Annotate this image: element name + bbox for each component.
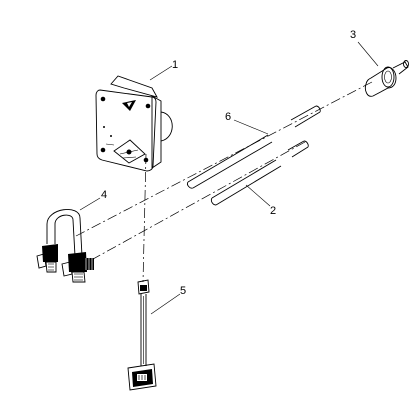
callout-3: 3 bbox=[350, 29, 356, 41]
callout-1: 1 bbox=[172, 59, 178, 71]
part-3-tube-fitting bbox=[364, 60, 409, 97]
assembly-centerlines bbox=[75, 81, 373, 283]
part-1-pump-head bbox=[95, 75, 173, 172]
callout-2: 2 bbox=[270, 205, 276, 217]
callout-4: 4 bbox=[101, 189, 107, 201]
part-2-lower-tube bbox=[210, 140, 309, 206]
part-5-cable-assembly bbox=[127, 279, 157, 391]
callout-5: 5 bbox=[180, 285, 186, 297]
leader-lines bbox=[79, 41, 379, 315]
part-4-u-tube-assembly bbox=[36, 209, 94, 283]
callout-6: 6 bbox=[225, 111, 231, 123]
part-6-upper-tube bbox=[187, 105, 321, 189]
